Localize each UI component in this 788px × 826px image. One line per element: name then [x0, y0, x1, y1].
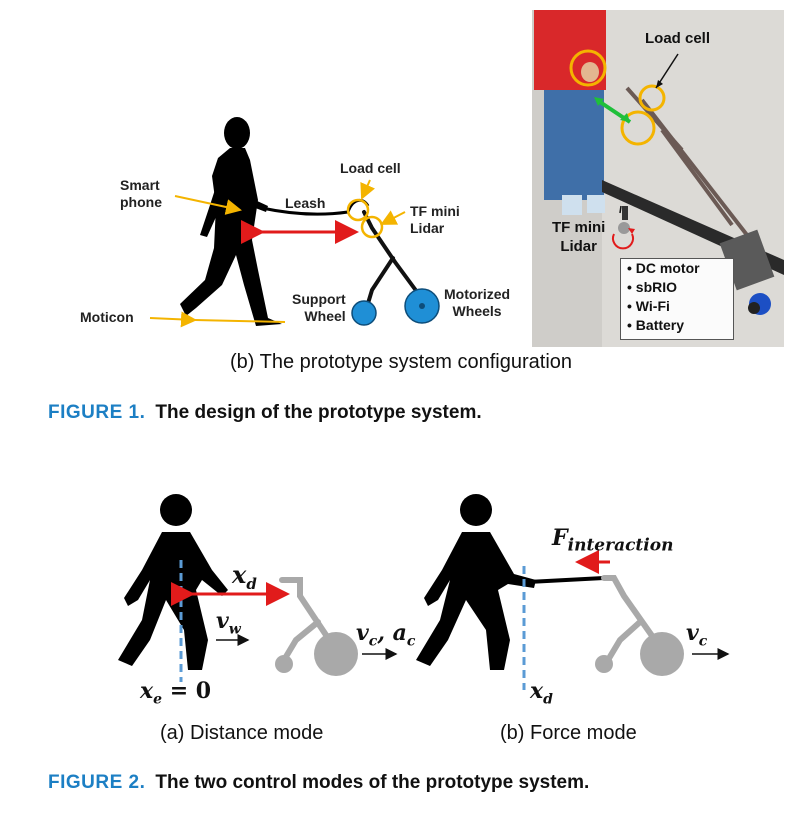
- fig2-caption: FIGURE 2.The two control modes of the pr…: [48, 772, 590, 793]
- person-b: [416, 494, 536, 670]
- math-xd-b: xd: [530, 678, 553, 708]
- cart-a: [279, 577, 339, 663]
- math-xe: xe = 0: [140, 678, 212, 708]
- person-a: [118, 494, 228, 670]
- human-silhouette: [180, 117, 282, 326]
- photo-label-loadcell: Load cell: [645, 30, 711, 47]
- fig2-subcaption-a: (a) Distance mode: [160, 722, 324, 744]
- math-vw: vw: [216, 608, 241, 638]
- support-wheel: [351, 300, 377, 326]
- component-item: • Battery: [627, 317, 685, 333]
- fig1-subcaption: (b) The prototype system configuration: [230, 351, 573, 373]
- label-support-wheel: Support Wheel: [292, 291, 346, 324]
- label-moticon: Moticon: [80, 309, 134, 325]
- label-leash: Leash: [285, 195, 326, 211]
- math-force: Finteraction: [552, 525, 674, 556]
- label-tfmini: TF mini Lidar: [410, 203, 460, 236]
- math-vc-b: vc: [686, 620, 708, 650]
- lidar-marker: [360, 215, 384, 239]
- leash-b: [527, 576, 605, 584]
- fig1-diagram: [149, 117, 440, 328]
- component-list: • DC motor • sbRIO • Wi-Fi • Battery: [620, 258, 734, 340]
- photo-label-tfmini: TF mini Lidar: [552, 219, 606, 255]
- math-xd: xd: [232, 560, 257, 593]
- prototype-photo: Load cell TF mini Lidar: [532, 10, 784, 347]
- fig2-diagram: [118, 494, 730, 690]
- label-loadcell: Load cell: [340, 160, 401, 176]
- fig2-subcaption-b: (b) Force mode: [500, 722, 637, 744]
- label-smartphone: Smart phone: [120, 177, 162, 210]
- component-item: • DC motor: [627, 260, 700, 276]
- component-item: • Wi-Fi: [627, 298, 670, 314]
- label-motorized-wheels: Motorized Wheels: [444, 286, 511, 319]
- component-item: • sbRIO: [627, 279, 678, 295]
- fig1-caption: FIGURE 1.The design of the prototype sys…: [48, 402, 482, 423]
- math-vc-ac: vc, ac: [356, 620, 416, 650]
- cart-b: [601, 575, 665, 663]
- loadcell-marker: [346, 198, 370, 222]
